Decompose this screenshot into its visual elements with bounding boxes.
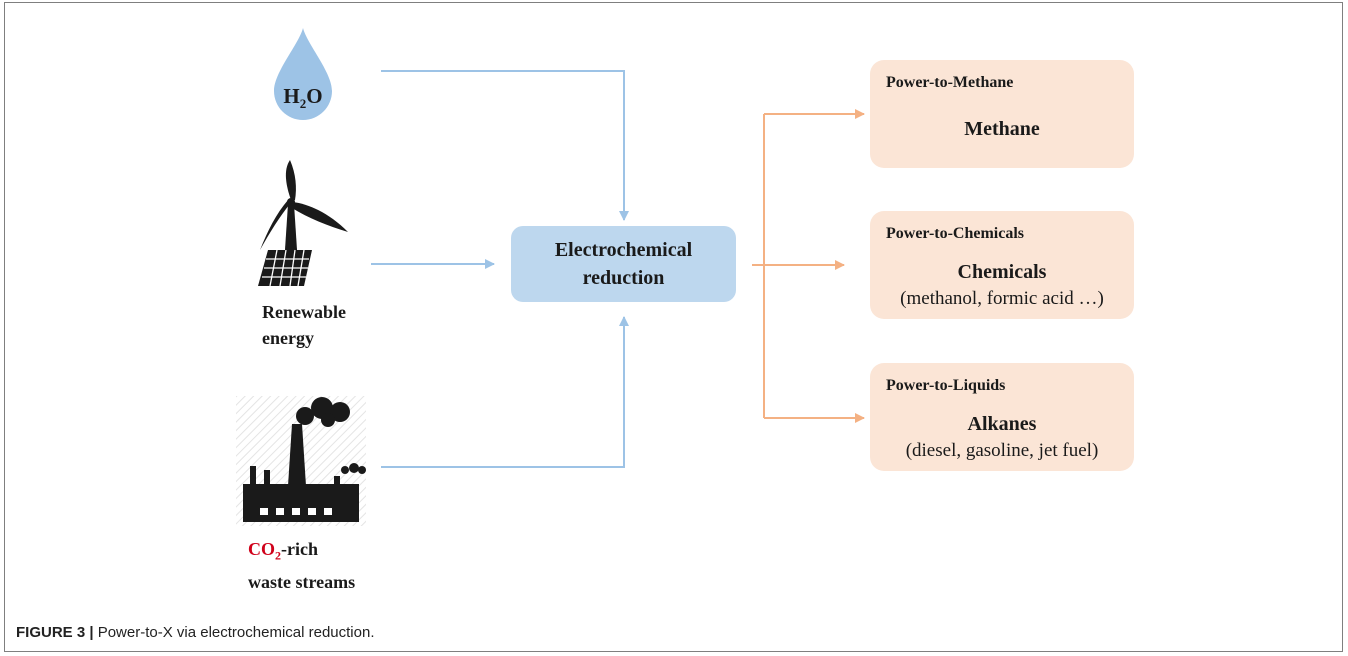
co2-waste-label: CO2-rich waste streams [248, 536, 355, 595]
output-examples: (diesel, gasoline, jet fuel) [905, 440, 1099, 461]
output-title: Power-to-Methane [886, 74, 1014, 91]
figure-frame [4, 2, 1343, 652]
water-to-process-arrow [381, 70, 629, 221]
water-label: H2O [283, 84, 323, 112]
caption-label: FIGURE 3 | [16, 624, 94, 641]
process-line2: reduction [582, 267, 665, 289]
power-to-chemicals-box: Power-to-Chemicals Chemicals (methanol, … [870, 211, 1134, 319]
power-to-methane-box: Power-to-Methane Methane [870, 60, 1134, 168]
renewable-line2: energy [262, 328, 314, 348]
output-title: Power-to-Liquids [886, 377, 1006, 394]
electrochemical-reduction-box: Electrochemical reduction [511, 226, 736, 302]
output-product: Methane [964, 118, 1040, 140]
co2-to-process-arrow [381, 316, 629, 468]
wind-turbine-solar-icon [258, 160, 348, 287]
output-title: Power-to-Chemicals [886, 225, 1025, 242]
power-to-liquids-box: Power-to-Liquids Alkanes (diesel, gasoli… [870, 363, 1134, 471]
co2-line1: CO2-rich [248, 539, 318, 563]
renewable-line1: Renewable [262, 302, 346, 322]
process-line1: Electrochemical [554, 239, 693, 261]
output-product: Alkanes [967, 413, 1037, 435]
caption-text: Power-to-X via electrochemical reduction… [93, 624, 375, 641]
figure-caption: FIGURE 3 | Power-to-X via electrochemica… [16, 624, 375, 641]
co2-line2: waste streams [248, 571, 356, 592]
water-drop-icon [274, 28, 332, 120]
factory-icon [236, 396, 366, 526]
output-examples: (methanol, formic acid …) [900, 288, 1104, 309]
output-product: Chemicals [957, 261, 1047, 283]
renewable-energy-label: Renewable energy [262, 299, 346, 351]
